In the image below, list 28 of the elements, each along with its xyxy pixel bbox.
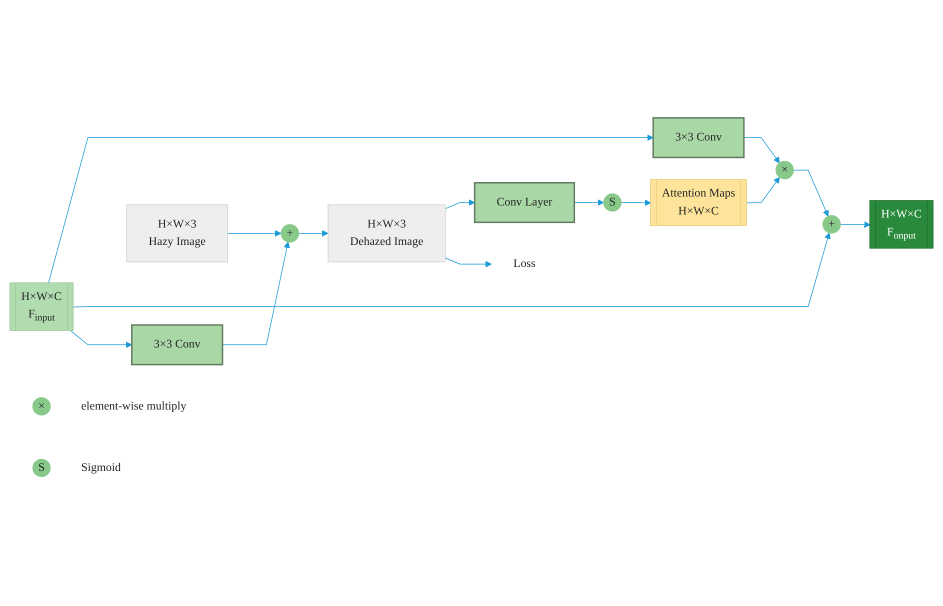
node-circle: S [603,194,622,212]
node-box: H×W×3 Dehazed Image [328,204,446,262]
arrow [73,232,831,308]
arrow [70,330,132,348]
arrow [444,258,492,268]
arrow [793,170,829,217]
node-circle: × [32,397,51,416]
arrow [444,200,475,210]
arrow [222,242,290,346]
node-circle: S [32,459,51,478]
node-label: Sigmoid [81,462,121,474]
arrow [840,222,870,228]
node-circle: + [822,215,841,234]
arrow [744,137,780,164]
node-label: element-wise multiply [81,400,186,412]
arrow [48,134,654,284]
arrow [746,177,780,204]
arrow [227,230,282,237]
arrow [298,230,328,237]
node-text: Loss [513,258,536,270]
node-box: 3×3 Conv [652,117,745,158]
node-box: Conv Layer [474,182,576,224]
arrow [620,200,652,206]
node-circle: + [280,224,300,243]
node-box: 3×3 Conv [131,324,224,366]
node-circle: × [776,161,794,180]
node-box: H×W×3 Hazy Image [126,204,228,262]
arrow [574,200,604,206]
